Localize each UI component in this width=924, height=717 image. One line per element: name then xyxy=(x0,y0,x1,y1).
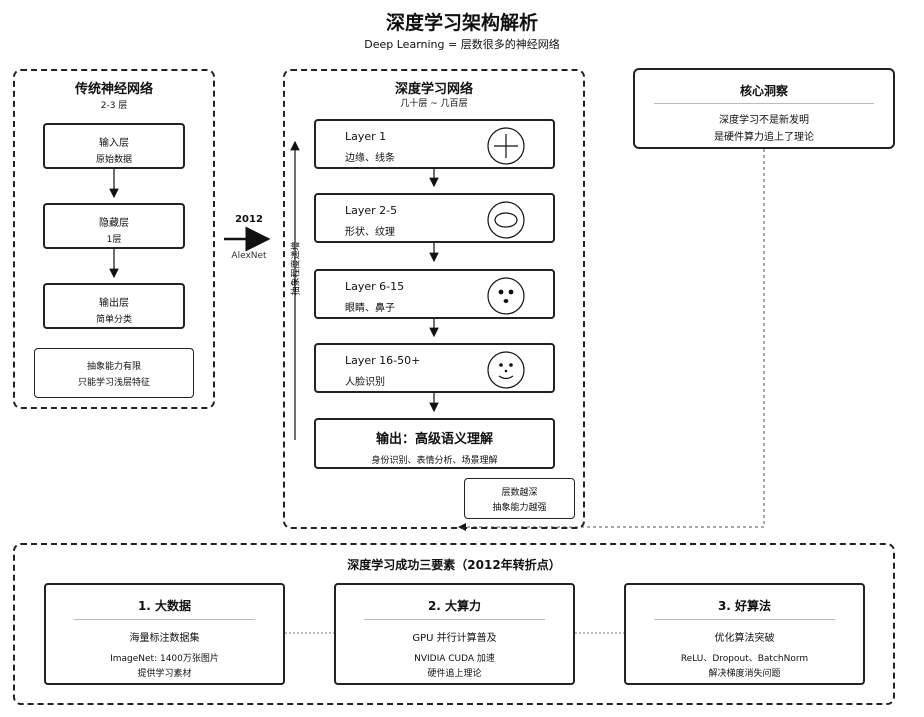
factor-algorithm-detail1: ReLU、Dropout、BatchNorm xyxy=(680,654,809,664)
factor-algorithm-title: 3. 好算法 xyxy=(717,599,772,613)
layer-3-name: Layer 6-15 xyxy=(345,280,405,293)
layer-3-desc: 眼睛、鼻子 xyxy=(345,303,395,314)
factor-data-title: 1. 大数据 xyxy=(137,599,192,613)
transition-label: AlexNet xyxy=(231,251,267,261)
insight-box: 核心洞察 xyxy=(633,68,895,149)
insight-divider xyxy=(654,103,874,104)
factor-algorithm-detail2: 解决梯度消失问题 xyxy=(708,669,781,679)
layer-4-name: Layer 16-50+ xyxy=(345,354,421,367)
input-layer-desc: 原始数据 xyxy=(95,155,132,165)
factor-compute-divider xyxy=(364,619,545,620)
input-layer-name: 输入层 xyxy=(99,138,129,149)
abstraction-axis-label: 抽象程度递增 xyxy=(291,241,302,296)
deep-output-title: 输出：高级语义理解 xyxy=(375,432,493,447)
cross-circle-icon xyxy=(487,127,525,165)
factor-compute-box: 2. 大算力 GPU 并行计算普及 NVIDIA CUDA 加速 硬件追上理论 xyxy=(334,583,575,685)
traditional-title: 传统神经网络 xyxy=(74,82,153,97)
layer-1-box: Layer 1 边缘、线条 xyxy=(314,119,555,169)
eyes-nose-icon xyxy=(487,277,525,315)
smiley-face-icon xyxy=(487,351,525,389)
depth-note-box: 层数越深 抽象能力越强 xyxy=(464,478,575,519)
layer-4-box: Layer 16-50+ 人脸识别 xyxy=(314,343,555,393)
factor-algorithm-box: 3. 好算法 优化算法突破 ReLU、Dropout、BatchNorm 解决梯… xyxy=(624,583,865,685)
insight-title: 核心洞察 xyxy=(739,84,788,98)
traditional-nn-panel: 传统神经网络 2-3 层 xyxy=(13,69,215,409)
factor-data-detail2: 提供学习素材 xyxy=(137,669,192,679)
layer-1-name: Layer 1 xyxy=(345,130,387,143)
deep-title: 深度学习网络 xyxy=(394,82,473,97)
deep-output-desc: 身份识别、表情分析、场景理解 xyxy=(371,456,498,466)
factors-title: 深度学习成功三要素（2012年转折点） xyxy=(347,558,561,572)
insight-line2: 是硬件算力追上了理论 xyxy=(714,132,814,143)
output-layer-box: 输出层 简单分类 xyxy=(43,283,185,329)
traditional-layers-label: 2-3 层 xyxy=(100,101,128,111)
deep-layers-label: 几十层 ~ 几百层 xyxy=(400,99,468,109)
factor-data-divider xyxy=(74,619,255,620)
depth-note-line2: 抽象能力越强 xyxy=(492,503,547,513)
factor-data-main: 海量标注数据集 xyxy=(129,633,200,644)
deep-output-box: 输出：高级语义理解 身份识别、表情分析、场景理解 xyxy=(314,418,555,469)
layer-3-box: Layer 6-15 眼睛、鼻子 xyxy=(314,269,555,319)
layer-2-box: Layer 2-5 形状、纹理 xyxy=(314,193,555,243)
hidden-layer-desc: 1层 xyxy=(106,235,122,245)
layer-2-desc: 形状、纹理 xyxy=(345,227,395,238)
factor-algorithm-divider xyxy=(654,619,835,620)
output-layer-name: 输出层 xyxy=(99,298,129,309)
hidden-layer-box: 隐藏层 1层 xyxy=(43,203,185,249)
factor-compute-main: GPU 并行计算普及 xyxy=(412,633,497,644)
insight-line1: 深度学习不是新发明 xyxy=(719,115,809,126)
factor-data-box: 1. 大数据 海量标注数据集 ImageNet: 1400万张图片 提供学习素材 xyxy=(44,583,285,685)
limit-line2: 只能学习浅层特征 xyxy=(77,378,150,388)
factors-panel: 深度学习成功三要素（2012年转折点） xyxy=(13,543,895,705)
page-title: 深度学习架构解析 xyxy=(385,12,538,34)
traditional-limit-box: 抽象能力有限 只能学习浅层特征 xyxy=(34,348,194,398)
factor-compute-title: 2. 大算力 xyxy=(427,599,482,613)
layer-2-name: Layer 2-5 xyxy=(345,204,398,217)
factor-data-detail1: ImageNet: 1400万张图片 xyxy=(110,654,219,664)
depth-note-line1: 层数越深 xyxy=(501,488,538,498)
factor-compute-detail1: NVIDIA CUDA 加速 xyxy=(414,654,495,664)
layer-4-desc: 人脸识别 xyxy=(345,377,385,388)
layer-1-desc: 边缘、线条 xyxy=(345,153,395,164)
output-layer-desc: 简单分类 xyxy=(95,315,132,325)
ellipse-icon xyxy=(487,201,525,239)
transition-year: 2012 xyxy=(235,214,263,225)
input-layer-box: 输入层 原始数据 xyxy=(43,123,185,169)
hidden-layer-name: 隐藏层 xyxy=(99,218,129,229)
limit-line1: 抽象能力有限 xyxy=(86,362,141,372)
factor-algorithm-main: 优化算法突破 xyxy=(714,633,775,644)
page-subtitle: Deep Learning = 层数很多的神经网络 xyxy=(364,38,560,51)
factor-compute-detail2: 硬件追上理论 xyxy=(427,669,482,679)
deep-nn-panel: 深度学习网络 几十层 ~ 几百层 xyxy=(283,69,585,529)
